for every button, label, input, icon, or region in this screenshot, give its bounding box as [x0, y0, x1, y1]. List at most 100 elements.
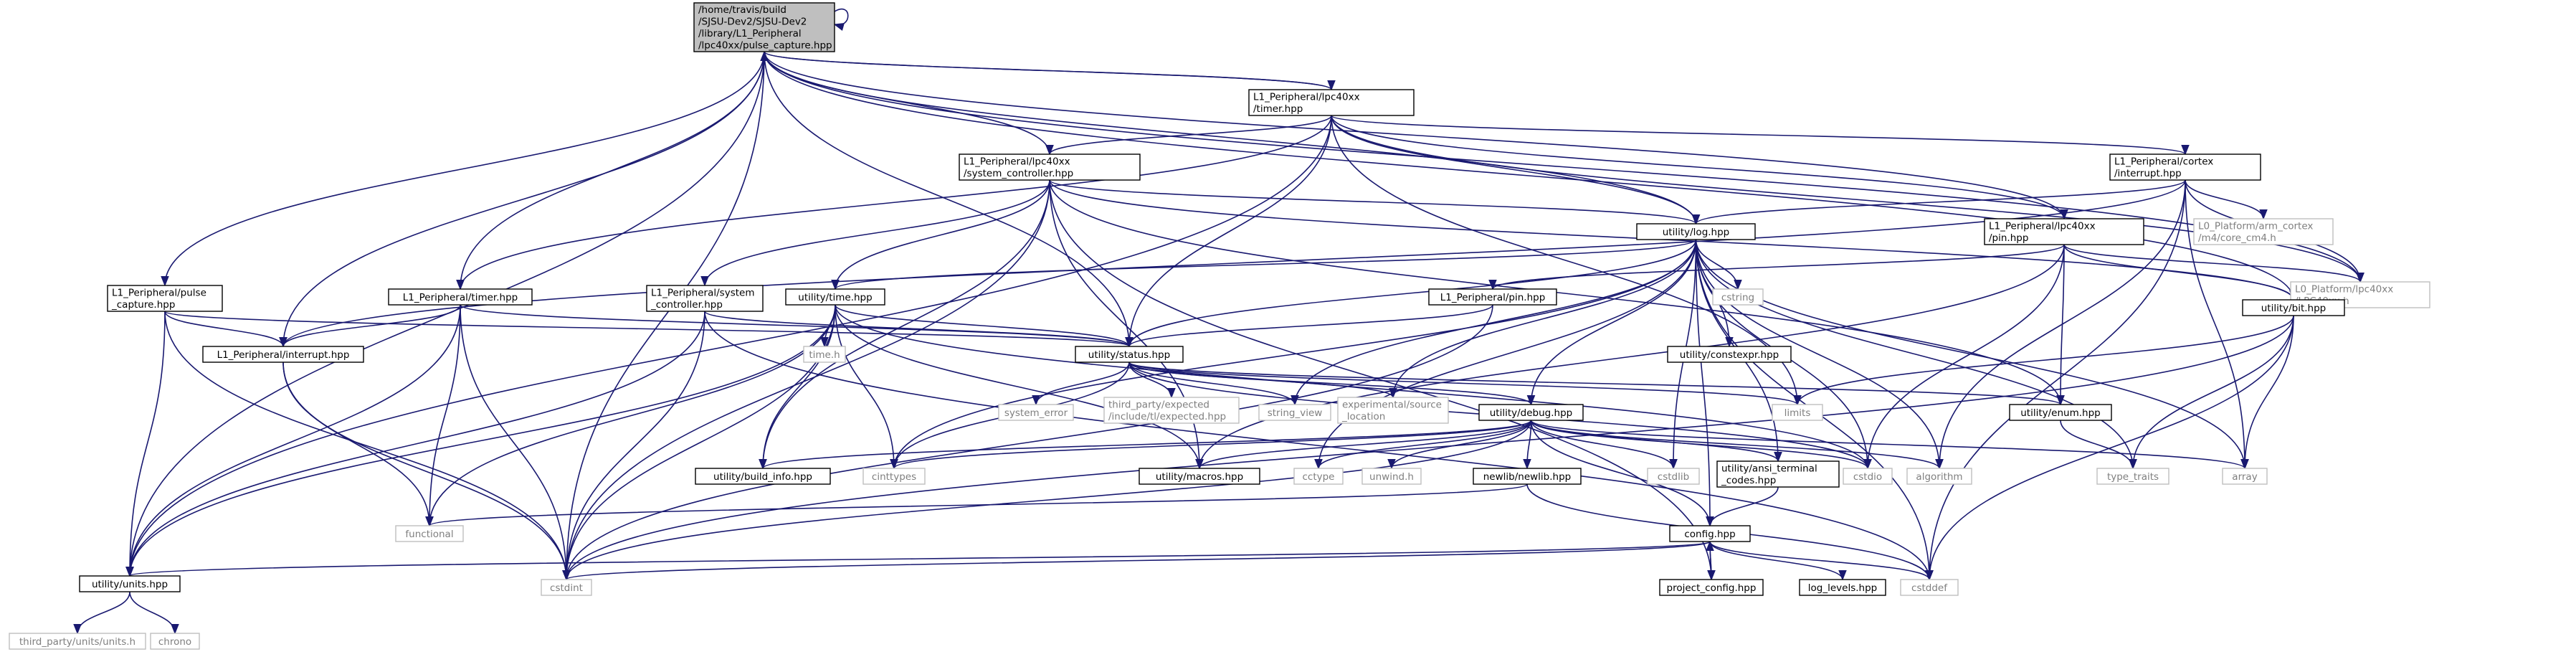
node-armcortex: L0_Platform/arm_cortex/m4/core_cm4.h: [2193, 218, 2334, 245]
node-armcortex-label: /m4/core_cm4.h: [2198, 232, 2276, 244]
node-bit[interactable]: utility/bit.hpp: [2242, 299, 2345, 316]
node-units-label: utility/units.hpp: [92, 579, 168, 590]
edge-config-to-cstddef: [1709, 541, 1934, 581]
node-cstdint-box: [541, 579, 592, 596]
node-pin[interactable]: L1_Peripheral/pin.hpp: [1428, 288, 1557, 306]
edge-timer40-to-lpc40xxh: [1331, 115, 2364, 283]
edge-sysctl40-to-project_config: [1049, 179, 1716, 581]
edge-timer40-to-root: [760, 50, 1332, 90]
node-units[interactable]: utility/units.hpp: [79, 575, 181, 592]
node-project_config[interactable]: project_config.hpp: [1659, 579, 1764, 596]
node-status[interactable]: utility/status.hpp: [1075, 346, 1184, 363]
edge-timer-to-interrupt: [279, 304, 461, 348]
edge-pin40-to-bit: [2063, 244, 2298, 301]
edge-root-to-bit: [764, 51, 2298, 301]
edge-timer40-to-units: [125, 115, 1332, 577]
node-cstddef: cstddef: [1900, 579, 1959, 596]
node-enum[interactable]: utility/enum.hpp: [2009, 404, 2112, 421]
node-pulsecap[interactable]: L1_Peripheral/pulse_capture.hpp: [107, 285, 223, 312]
node-macros-box: [1139, 468, 1260, 485]
edge-pin40-to-lpc40xxh: [2063, 244, 2364, 283]
node-sysctl[interactable]: L1_Peripheral/system_controller.hpp: [646, 285, 764, 312]
edge-cortexint-to-array: [2185, 179, 2249, 470]
node-time[interactable]: utility/time.hpp: [785, 288, 885, 306]
edge-sysctl-to-cstddef: [704, 311, 1934, 581]
node-timer40-box: [1248, 89, 1415, 116]
edge-pin40-to-pin: [1488, 244, 2065, 290]
node-cortexint[interactable]: L1_Peripheral/cortex/interrupt.hpp: [2109, 153, 2261, 181]
node-debug-box: [1478, 404, 1584, 421]
node-unwind: unwind.h: [1361, 468, 1422, 485]
edge-config-to-log_levels: [1709, 541, 1847, 581]
node-armcortex-label: L0_Platform/arm_cortex: [2198, 221, 2313, 232]
node-array-label: array: [2232, 471, 2257, 483]
edge-debug-to-newlib: [1523, 420, 1532, 470]
node-sysctl40-label: L1_Peripheral/lpc40xx: [964, 156, 1070, 168]
node-layer: /home/travis/build/SJSU-Dev2/SJSU-Dev2/l…: [9, 2, 2430, 650]
node-debug-label: utility/debug.hpp: [1490, 407, 1573, 419]
edge-config-to-cstdint: [563, 541, 1711, 581]
edge-root-to-interrupt: [279, 51, 765, 348]
node-ansi-label: utility/ansi_terminal: [1721, 463, 1817, 475]
node-newlib[interactable]: newlib/newlib.hpp: [1473, 468, 1582, 485]
node-debug[interactable]: utility/debug.hpp: [1478, 404, 1584, 421]
node-timer[interactable]: L1_Peripheral/timer.hpp: [388, 288, 533, 306]
edge-root-to-cstdint: [562, 51, 765, 581]
node-status-box: [1075, 346, 1184, 363]
node-units-box: [79, 575, 181, 592]
node-project_config-box: [1659, 579, 1764, 596]
node-expected-box: [1103, 397, 1240, 424]
node-constexpr[interactable]: utility/constexpr.hpp: [1667, 346, 1792, 363]
node-cstdlib-label: cstdlib: [1658, 471, 1689, 483]
node-timeh-box: [803, 346, 846, 363]
edge-timer40-to-sysctl40: [1045, 115, 1332, 156]
edge-time-to-macros: [835, 304, 1204, 470]
node-build_info-box: [695, 468, 831, 485]
edge-cortexint-to-log: [1692, 179, 2186, 225]
node-timer40[interactable]: L1_Peripheral/lpc40xx/timer.hpp: [1248, 89, 1415, 116]
edge-debug-to-array: [1530, 420, 2249, 470]
edge-debug-to-algorithm: [1530, 420, 1944, 470]
node-cortexint-label: /interrupt.hpp: [2114, 168, 2182, 179]
node-macros[interactable]: utility/macros.hpp: [1139, 468, 1260, 485]
edge-debug-to-unwind: [1387, 420, 1532, 470]
node-source_loc: experimental/source_location: [1337, 397, 1449, 424]
node-cstddef-label: cstddef: [1911, 582, 1948, 594]
node-pulsecap-box: [107, 285, 223, 312]
node-pulsecap-label: L1_Peripheral/pulse: [112, 288, 206, 299]
node-pin40-label: L1_Peripheral/lpc40xx: [1989, 221, 2096, 232]
node-config-box: [1669, 525, 1751, 542]
edge-newlib-to-functional: [425, 483, 1528, 527]
node-cstdio-label: cstdio: [1853, 471, 1882, 483]
edge-project_config-to-config: [1706, 540, 1714, 580]
edge-root-to-root: [833, 8, 849, 32]
node-sysctl40[interactable]: L1_Peripheral/lpc40xx/system_controller.…: [959, 153, 1141, 181]
node-root-label: /SJSU-Dev2/SJSU-Dev2: [698, 16, 807, 28]
node-algorithm: algorithm: [1906, 468, 1972, 485]
edge-log-to-time: [831, 239, 1697, 290]
edge-debug-to-cstdint: [562, 420, 1532, 581]
edge-root-to-log: [764, 51, 1701, 225]
node-project_config-label: project_config.hpp: [1667, 582, 1757, 594]
node-root-box: [693, 2, 835, 52]
node-ansi-box: [1716, 460, 1840, 488]
node-lpc40xxh-label: L0_Platform/lpc40xx: [2295, 284, 2393, 296]
node-log[interactable]: utility/log.hpp: [1636, 223, 1756, 240]
node-functional-label: functional: [405, 529, 453, 540]
edge-units-to-units_h: [73, 591, 130, 635]
node-interrupt[interactable]: L1_Peripheral/interrupt.hpp: [202, 346, 364, 363]
node-build_info[interactable]: utility/build_info.hpp: [695, 468, 831, 485]
edge-cortexint-to-cstddef: [1925, 179, 2186, 581]
node-config[interactable]: config.hpp: [1669, 525, 1751, 542]
edge-sysctl-to-cstdint: [562, 311, 705, 581]
node-log_levels-box: [1799, 579, 1886, 596]
node-root[interactable]: /home/travis/build/SJSU-Dev2/SJSU-Dev2/l…: [693, 2, 835, 52]
node-pin40[interactable]: L1_Peripheral/lpc40xx/pin.hpp: [1984, 218, 2144, 245]
node-pin40-box: [1984, 218, 2144, 245]
node-cstdio: cstdio: [1843, 468, 1893, 485]
node-ansi[interactable]: utility/ansi_terminal_codes.hpp: [1716, 460, 1840, 488]
node-algorithm-box: [1906, 468, 1972, 485]
edge-log-to-debug: [1526, 239, 1697, 406]
node-enum-box: [2009, 404, 2112, 421]
node-log_levels[interactable]: log_levels.hpp: [1799, 579, 1886, 596]
